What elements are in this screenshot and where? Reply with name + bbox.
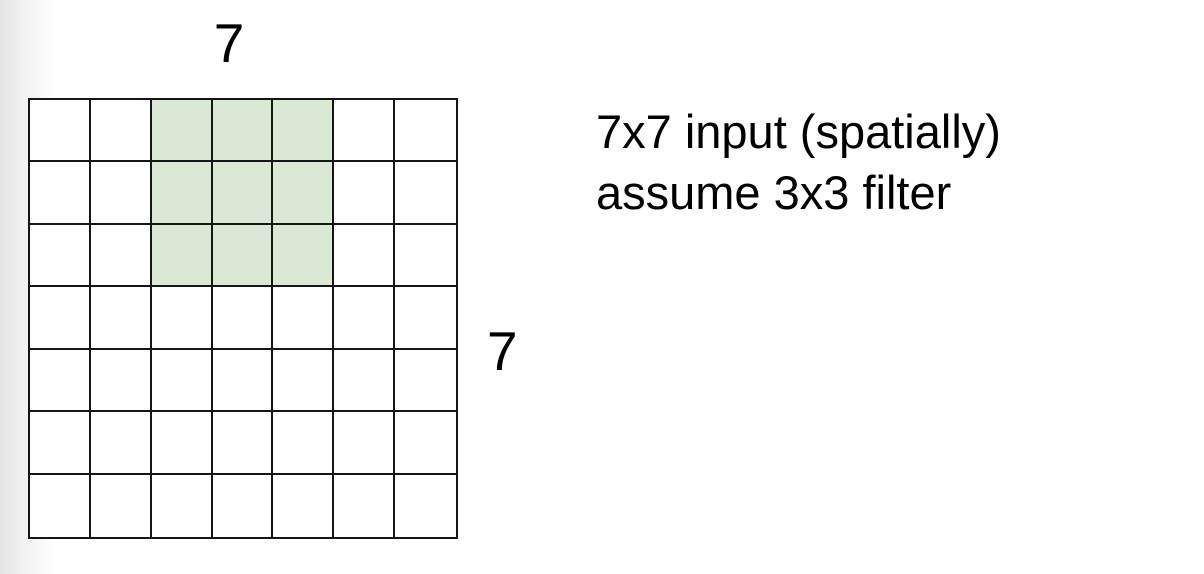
grid-cell	[273, 349, 335, 413]
grid-cell-highlighted	[151, 224, 213, 288]
caption-line-2: assume 3x3 filter	[596, 166, 952, 219]
grid-cell	[395, 287, 456, 350]
grid-cell	[395, 224, 456, 288]
grid-cell	[212, 412, 274, 475]
grid-cell-highlighted	[212, 224, 274, 288]
grid-width-label: 7	[213, 12, 245, 74]
grid-cell	[395, 162, 456, 225]
grid-cell-highlighted	[151, 100, 213, 163]
grid-cell	[273, 474, 335, 537]
grid-cell	[30, 100, 91, 163]
grid-cell	[151, 412, 213, 475]
grid-cell	[90, 474, 152, 537]
grid-cell	[273, 412, 335, 475]
grid-cell	[395, 474, 456, 537]
grid-cell	[395, 100, 456, 163]
grid-cell	[30, 349, 91, 413]
grid-cell	[30, 412, 91, 475]
caption-line-1: 7x7 input (spatially)	[596, 105, 1001, 158]
grid-cell	[334, 224, 396, 288]
grid-cell	[212, 287, 274, 350]
grid-cell	[90, 412, 152, 475]
grid-cell	[151, 349, 213, 413]
grid-cell	[334, 162, 396, 225]
grid-cell	[212, 474, 274, 537]
grid-cell	[90, 287, 152, 350]
grid-cell	[90, 224, 152, 288]
grid-cell-highlighted	[273, 100, 335, 163]
grid-cell	[90, 100, 152, 163]
grid-cell	[334, 412, 396, 475]
grid-cell	[334, 287, 396, 350]
grid-cell	[30, 474, 91, 537]
grid-cell	[212, 349, 274, 413]
grid-cell-highlighted	[151, 162, 213, 225]
grid-height-label: 7	[487, 320, 518, 382]
grid-cell	[395, 412, 456, 475]
grid-cell	[90, 162, 152, 225]
grid-cell	[334, 100, 396, 163]
grid-cell	[151, 474, 213, 537]
grid-cell	[30, 287, 91, 350]
grid-cell	[273, 287, 335, 350]
grid-cell-highlighted	[273, 224, 335, 288]
grid-cell	[30, 162, 91, 225]
grid-cell	[30, 224, 91, 288]
input-grid-7x7	[28, 98, 458, 539]
grid-cell	[90, 349, 152, 413]
grid-cell	[334, 474, 396, 537]
grid-cell-highlighted	[273, 162, 335, 225]
caption-text: 7x7 input (spatially) assume 3x3 filter	[596, 101, 1001, 223]
grid-cell	[334, 349, 396, 413]
grid-cell-highlighted	[212, 100, 274, 163]
grid-cell	[151, 287, 213, 350]
grid-cell	[395, 349, 456, 413]
grid-cell-highlighted	[212, 162, 274, 225]
